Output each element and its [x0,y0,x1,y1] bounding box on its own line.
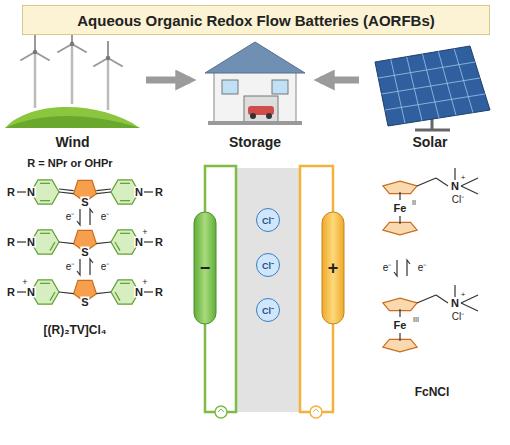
atom-label: Cl⁻ [452,312,464,322]
atom-label: R [7,287,15,298]
scene-label: Storage [229,134,281,150]
atom-label: Cl⁻ [452,195,464,205]
title-banner: Aqueous Organic Redox Flow Batteries (AO… [22,5,490,35]
compound-label: FcNCl [415,386,450,398]
atom-label: R [7,237,15,248]
atom-label: e⁻ [66,212,75,222]
ion-label: Cl⁻ [262,259,274,272]
polarity-sign: + [328,258,339,279]
scene-panel: Solar [365,38,495,150]
house [205,42,305,125]
atom-label: R [7,187,15,198]
chloride-ion: Cl⁻ [256,253,280,277]
atom-label: + [461,174,466,182]
atom-label: N [26,237,36,248]
atom-label: + [461,291,466,299]
solar-panel [375,46,490,130]
atom-label: R [155,237,163,248]
atom-label: N [26,187,36,198]
flow-cell [194,166,344,418]
atom-label: III [413,316,419,323]
polarity-sign: − [200,258,211,279]
atom-label: N [26,287,36,298]
ion-label: Cl⁻ [262,304,274,317]
atom-label: e⁻ [66,262,75,272]
atom-label: II [412,199,416,206]
atom-label: + [22,278,27,287]
atom-label: e⁻ [101,212,110,222]
compound-label: [(R)₂TV]Cl₄ [43,324,106,336]
atom-label: N [134,187,144,198]
atom-label: e⁻ [383,263,392,273]
atom-label: N [450,298,460,309]
atom-label: S [80,247,89,258]
atom-label: + [142,278,147,287]
energy-arrow [320,77,359,84]
scene-label: Wind [55,134,89,150]
energy-arrow [146,77,190,84]
compound-label: R = NPr or OHPr [27,158,112,169]
electrolyte-tank: + [322,212,344,324]
atom-label: Fe [393,320,408,331]
atom-label: R [155,287,163,298]
atom-label: Fe [393,203,408,214]
ion-label: Cl⁻ [262,214,274,227]
chloride-ion: Cl⁻ [256,298,280,322]
chloride-ion: Cl⁻ [256,208,280,232]
atom-label: N [450,181,460,192]
atom-label: R [155,187,163,198]
atom-label: S [80,197,89,208]
atom-label: N [134,237,144,248]
atom-label: + [142,228,147,237]
atom-label: e⁻ [101,262,110,272]
wind-turbines [5,107,140,128]
scene-label: Solar [412,134,447,150]
atom-label: N [134,287,144,298]
electrolyte-tank: − [194,212,216,324]
atom-label: S [80,297,89,308]
scene-panel: Wind [5,38,140,150]
scene-panel: Storage [200,38,310,150]
atom-label: e⁻ [418,263,427,273]
